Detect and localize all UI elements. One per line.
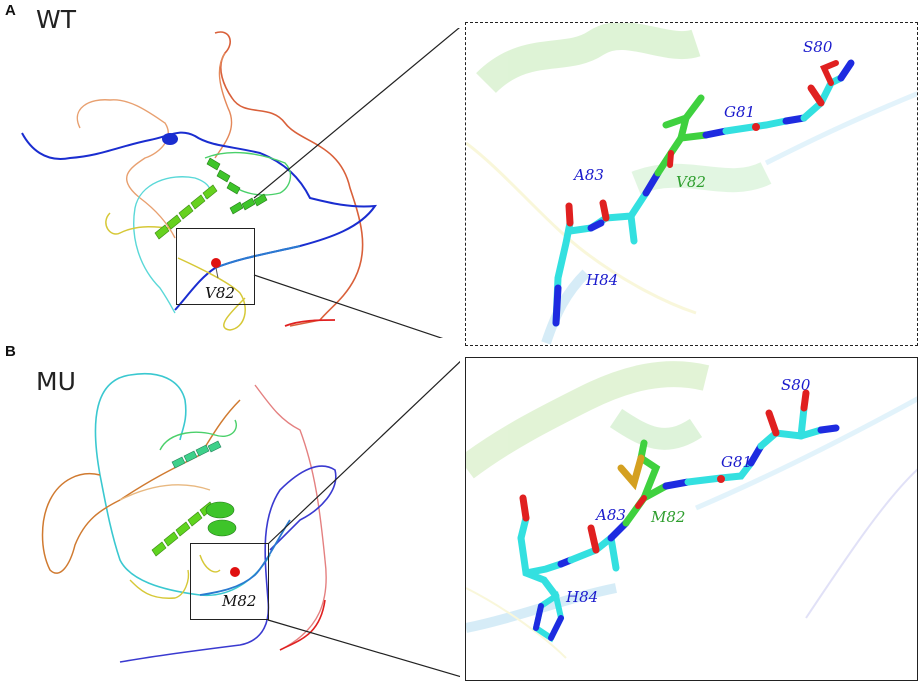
residue-label-m82: M82 [651, 508, 686, 526]
mu-ribbon-icon [41, 360, 460, 678]
mu-overview-structure [0, 360, 460, 684]
residue-label-s80: S80 [781, 376, 811, 394]
wt-site-label: V82 [205, 284, 235, 302]
residue-label-s80: S80 [803, 38, 833, 56]
wt-zoom-inset: S80 G81 V82 A83 H84 [465, 22, 918, 346]
wt-selection-box [176, 228, 255, 305]
mu-site-label: M82 [222, 592, 257, 610]
residue-label-a83: A83 [574, 166, 604, 184]
mu-selection-box [190, 543, 269, 620]
residue-label-a83: A83 [596, 506, 626, 524]
condition-label-mu: MU [36, 367, 76, 396]
residue-label-h84: H84 [566, 588, 599, 606]
wt-stick-model-icon [466, 23, 917, 345]
mu-stick-model-icon [466, 361, 917, 659]
panel-letter-b: B [5, 343, 16, 360]
site-marker-icon [211, 258, 221, 268]
residue-label-v82: V82 [676, 173, 706, 191]
residue-label-g81: G81 [724, 103, 756, 121]
mu-zoom-inset: S80 G81 M82 A83 H84 [465, 357, 918, 681]
wt-overview-structure [0, 28, 460, 338]
site-marker-icon [230, 567, 240, 577]
wt-ribbon-icon [21, 28, 460, 338]
residue-label-h84: H84 [586, 271, 619, 289]
residue-label-g81: G81 [721, 453, 753, 471]
condition-label-wt: WT [36, 5, 76, 34]
panel-letter-a: A [5, 2, 16, 19]
